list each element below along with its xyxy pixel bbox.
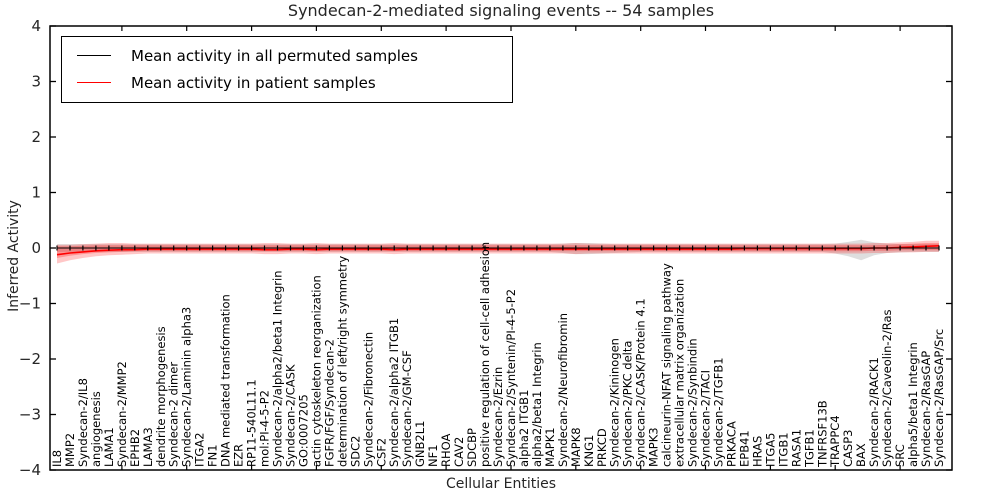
y-tick-label: −2: [19, 350, 41, 368]
x-category-label: ITGB1: [776, 432, 790, 467]
x-category-label: CAV2: [452, 437, 466, 467]
x-category-label: Syndecan-2/MMP2: [115, 361, 129, 467]
x-category-label: HRAS: [750, 436, 764, 467]
x-category-label: Syndecan-2/RACK1: [867, 357, 881, 467]
x-category-label: alpha2/beta1 Integrin: [530, 342, 544, 467]
x-category-label: calcineurin-NFAT signaling pathway: [660, 263, 674, 467]
y-axis-ticks: 4 3 2 1 0 −1 −2 −3 −4: [19, 17, 952, 479]
x-category-label: NF1: [426, 444, 440, 467]
x-category-label: Syndecan-2 dimer: [167, 362, 181, 467]
x-category-label: extracellular matrix organization: [673, 279, 687, 467]
x-category-label: Syndecan-2/Syntenin/PI-4-5-P2: [504, 289, 518, 467]
x-category-label: Syndecan-2/alpha2/beta1 Integrin: [271, 270, 285, 467]
x-category-label: RHOA: [439, 434, 453, 467]
x-category-label: SDC2: [348, 435, 362, 467]
x-category-label: ITGA2: [193, 432, 207, 467]
legend-line-black: [77, 55, 111, 56]
legend-label-permuted: Mean activity in all permuted samples: [131, 46, 418, 65]
x-category-label: Syndecan-2/alpha2 ITGB1: [387, 318, 401, 467]
x-category-label: Syndecan-2/CASK/Protein 4.1: [634, 298, 648, 467]
x-category-label: PRKCD: [595, 428, 609, 467]
x-category-label: dendrite morphogenesis: [154, 326, 168, 467]
x-category-label: Syndecan-2/Kininogen: [608, 338, 622, 467]
x-category-label: GO:0007205: [296, 394, 310, 467]
x-category-label: Syndecan-2/RasGAP: [919, 351, 933, 467]
x-category-label: angiogenesis: [89, 391, 103, 467]
x-category-label: Syndecan-2/Caveolin-2/Ras: [880, 309, 894, 467]
y-tick-label: 4: [31, 17, 41, 35]
permuted-mean-line: [56, 245, 940, 251]
legend-line-red: [77, 82, 111, 83]
x-category-label: Syndecan-2/Fibronectin: [361, 332, 375, 467]
x-category-label: EPHB2: [128, 429, 142, 467]
x-category-label: FN1: [206, 444, 220, 467]
x-category-label: BAX: [854, 443, 868, 467]
y-tick-label: 1: [31, 184, 41, 202]
x-category-label: RASA1: [789, 429, 803, 467]
x-axis-ticks: [121, 26, 901, 470]
x-category-label: ITGA5: [763, 432, 777, 467]
x-category-label: TGFB1: [802, 429, 816, 468]
y-tick-label: 3: [31, 73, 41, 91]
x-category-label: Syndecan-2/Ezrin: [491, 367, 505, 467]
x-category-label: determination of left/right symmetry: [335, 256, 349, 467]
x-category-label: Syndecan-2/TACI: [699, 370, 713, 467]
x-category-label: mol:PI-4-5-P2: [258, 390, 272, 467]
x-category-label: CSF2: [374, 438, 388, 467]
x-category-label: SDCBP: [465, 428, 479, 467]
x-category-label: MMP2: [63, 433, 77, 467]
y-tick-label: 0: [31, 239, 41, 257]
x-category-label: actin cytoskeleton reorganization: [309, 275, 323, 467]
x-category-label: MAPK8: [569, 427, 583, 467]
legend-label-patient: Mean activity in patient samples: [131, 73, 376, 92]
y-tick-label: −3: [19, 406, 41, 424]
x-category-label: Syndecan-2/CASK: [283, 364, 297, 467]
x-category-label: MAPK1: [543, 427, 557, 467]
x-category-label: LAMA1: [102, 427, 116, 467]
x-category-label: KNG1: [582, 435, 596, 467]
legend-entry-patient: Mean activity in patient samples: [62, 73, 512, 92]
x-category-label: CASP3: [841, 430, 855, 467]
x-category-label: Syndecan-2/Synbindin: [686, 338, 700, 467]
x-category-label: PRKACA: [724, 421, 738, 467]
x-category-label: EPB41: [737, 430, 751, 467]
x-category-label: Syndecan-2/RasGAP/Src: [932, 329, 946, 467]
x-category-label: TNFRSF13B: [815, 400, 829, 468]
x-category-label: alpha5/beta1 Integrin: [906, 342, 920, 467]
x-category-label: Syndecan-2/Neurofibromin: [556, 313, 570, 467]
x-category-labels: IL8MMP2Syndecan-2/IL8angiogenesisLAMA1Sy…: [50, 242, 946, 468]
x-category-label: MAPK3: [647, 427, 661, 467]
x-category-label: TRAPPC4: [828, 415, 842, 468]
y-axis-label: Inferred Activity: [6, 200, 22, 312]
bands: [57, 239, 939, 264]
x-category-label: positive regulation of cell-cell adhesio…: [478, 242, 492, 467]
x-category-label: Syndecan-2/PKC delta: [621, 341, 635, 467]
x-category-label: LAMA3: [141, 427, 155, 467]
x-category-label: DNA mediated transformation: [219, 294, 233, 467]
y-tick-label: −1: [19, 295, 41, 313]
x-category-label: Syndecan-2/Laminin alpha3: [180, 307, 194, 467]
x-category-label: Syndecan-2/GM-CSF: [400, 350, 414, 467]
legend: Mean activity in all permuted samples Me…: [61, 36, 513, 103]
y-tick-label: −4: [19, 461, 41, 479]
x-category-label: GNB2L1: [413, 421, 427, 467]
x-category-label: EZR: [232, 444, 246, 467]
x-category-label: alpha2 ITGB1: [517, 390, 531, 467]
legend-entry-permuted: Mean activity in all permuted samples: [62, 46, 512, 65]
band-patient-samples-range: [57, 240, 939, 264]
x-category-label: SRC: [893, 444, 907, 467]
x-category-label: RP11-540L11.1: [245, 379, 259, 467]
chart-title: Syndecan-2-mediated signaling events -- …: [287, 1, 715, 20]
x-category-label: FGFR/FGF/Syndecan-2: [322, 339, 336, 467]
x-axis-label: Cellular Entities: [445, 476, 557, 492]
x-category-label: IL8: [50, 450, 64, 467]
x-category-label: Syndecan-2/IL8: [76, 378, 90, 467]
y-tick-label: 2: [31, 128, 41, 146]
x-category-label: Syndecan-2/TGFB1: [712, 357, 726, 467]
